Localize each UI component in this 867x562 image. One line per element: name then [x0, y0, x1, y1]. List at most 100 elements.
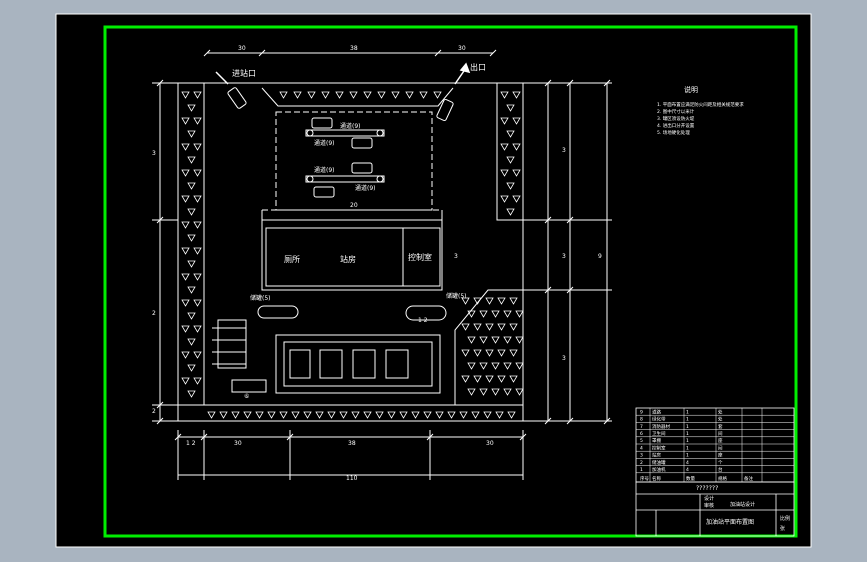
dim-tick	[258, 49, 266, 57]
green-belt-triangle	[473, 323, 482, 331]
entrance-road-edge	[261, 87, 454, 107]
lane-callout-c: 通道(9)	[314, 166, 335, 174]
green-belt-triangle	[435, 411, 444, 419]
green-belt-triangle	[515, 310, 524, 318]
bom-cell: 台	[718, 466, 723, 473]
green-belt-triangle	[515, 388, 524, 396]
bom-header-cell: 数量	[686, 475, 695, 482]
green-belt-triangle	[512, 143, 521, 151]
green-belt-triangle	[193, 221, 202, 229]
green-belt-triangle	[461, 375, 470, 383]
drawing-title: 加油站平面布置图	[706, 518, 754, 526]
green-belt-triangle	[181, 169, 190, 177]
bom-cell: 座	[718, 452, 723, 459]
car-icon	[351, 137, 373, 149]
entrance-arrow-icon	[215, 71, 229, 85]
green-belt-triangle	[363, 91, 372, 99]
bom-cell: 1	[686, 438, 689, 444]
green-belt-triangle	[506, 156, 515, 164]
green-belt-triangle	[377, 91, 386, 99]
green-belt-triangle	[193, 273, 202, 281]
green-belt-triangle	[467, 362, 476, 370]
green-belt-triangle	[181, 325, 190, 333]
green-belt-triangle	[339, 411, 348, 419]
dim-bottom-2: 30	[234, 440, 242, 447]
green-belt-triangle	[349, 91, 358, 99]
green-belt-triangle	[219, 411, 228, 419]
bom-cell: 间	[718, 444, 723, 451]
green-belt-triangle	[495, 411, 504, 419]
green-belt-triangle	[506, 182, 515, 190]
green-belt-triangle	[181, 351, 190, 359]
green-belt-triangle	[497, 349, 506, 357]
green-belt-triangle	[351, 411, 360, 419]
green-belt-triangle	[461, 323, 470, 331]
bom-cell: 5	[640, 438, 643, 444]
pipe-rack	[217, 319, 247, 369]
note-line: 2. 图中尺寸以米计	[657, 108, 695, 115]
bom-cell: 套	[718, 423, 723, 430]
green-belt-triangle	[473, 375, 482, 383]
green-belt-triangle	[181, 273, 190, 281]
green-belt-triangle	[485, 323, 494, 331]
green-belt-triangle	[181, 221, 190, 229]
green-belt-triangle	[479, 388, 488, 396]
exit-arrowhead-icon	[459, 62, 471, 74]
green-belt-triangle	[193, 195, 202, 203]
shop-building	[261, 219, 443, 291]
bom-cell: 7	[640, 424, 643, 430]
green-belt-triangle	[187, 182, 196, 190]
green-belt-triangle	[321, 91, 330, 99]
lane-callout-b: 通道(9)	[314, 139, 335, 147]
dim-right-inner-2: 3	[562, 147, 566, 154]
dim-left-2: 2	[152, 310, 156, 317]
green-belt-triangle	[187, 390, 196, 398]
green-belt-triangle	[187, 286, 196, 294]
tank-area-inner	[283, 341, 433, 387]
green-belt-triangle	[187, 208, 196, 216]
green-belt-triangle	[307, 91, 316, 99]
green-belt-triangle	[375, 411, 384, 419]
bom-cell: 加油机	[652, 466, 666, 473]
green-belt-triangle	[509, 297, 518, 305]
bom-header-cell: 序号	[640, 475, 649, 482]
green-belt-triangle	[506, 104, 515, 112]
green-belt-triangle	[293, 91, 302, 99]
tank-2	[319, 349, 343, 379]
dim-tick	[203, 49, 211, 57]
bom-cell: 绿化带	[652, 416, 666, 423]
green-belt-triangle	[193, 377, 202, 385]
bom-cell: 1	[686, 409, 689, 415]
bom-header-cell: 名称	[652, 475, 661, 482]
green-belt-triangle	[387, 411, 396, 419]
title-block	[635, 481, 795, 537]
control-room-label: 控制室	[408, 252, 432, 262]
shop-label-1: 厕所	[284, 254, 300, 264]
green-belt-triangle	[447, 411, 456, 419]
green-belt-triangle	[503, 310, 512, 318]
bom-cell: 1	[686, 417, 689, 423]
lane-callout-d: 通道(9)	[355, 184, 376, 192]
green-belt-triangle	[193, 325, 202, 333]
entrance-label: 进站口	[232, 68, 256, 78]
bom-cell: 3	[640, 453, 643, 459]
scale-label: 比例	[780, 515, 790, 522]
green-belt-triangle	[512, 91, 521, 99]
green-belt-triangle	[433, 91, 442, 99]
green-belt-triangle	[515, 336, 524, 344]
green-belt-triangle	[231, 411, 240, 419]
green-belt-triangle	[187, 130, 196, 138]
dispenser-circle	[306, 129, 314, 137]
bom-cell: 站房	[652, 452, 661, 459]
canopy-width-label: 20	[350, 202, 358, 209]
bom-cell: 座	[718, 437, 723, 444]
green-belt-triangle	[187, 364, 196, 372]
green-belt-triangle	[303, 411, 312, 419]
note-line: 5. 场地硬化处理	[657, 129, 690, 136]
green-belt-triangle	[335, 91, 344, 99]
dim-tick	[603, 417, 611, 425]
bottom-green-belt	[177, 404, 524, 422]
green-belt-triangle	[479, 336, 488, 344]
tank-1	[289, 349, 311, 379]
sheet-label: 张	[780, 525, 785, 532]
